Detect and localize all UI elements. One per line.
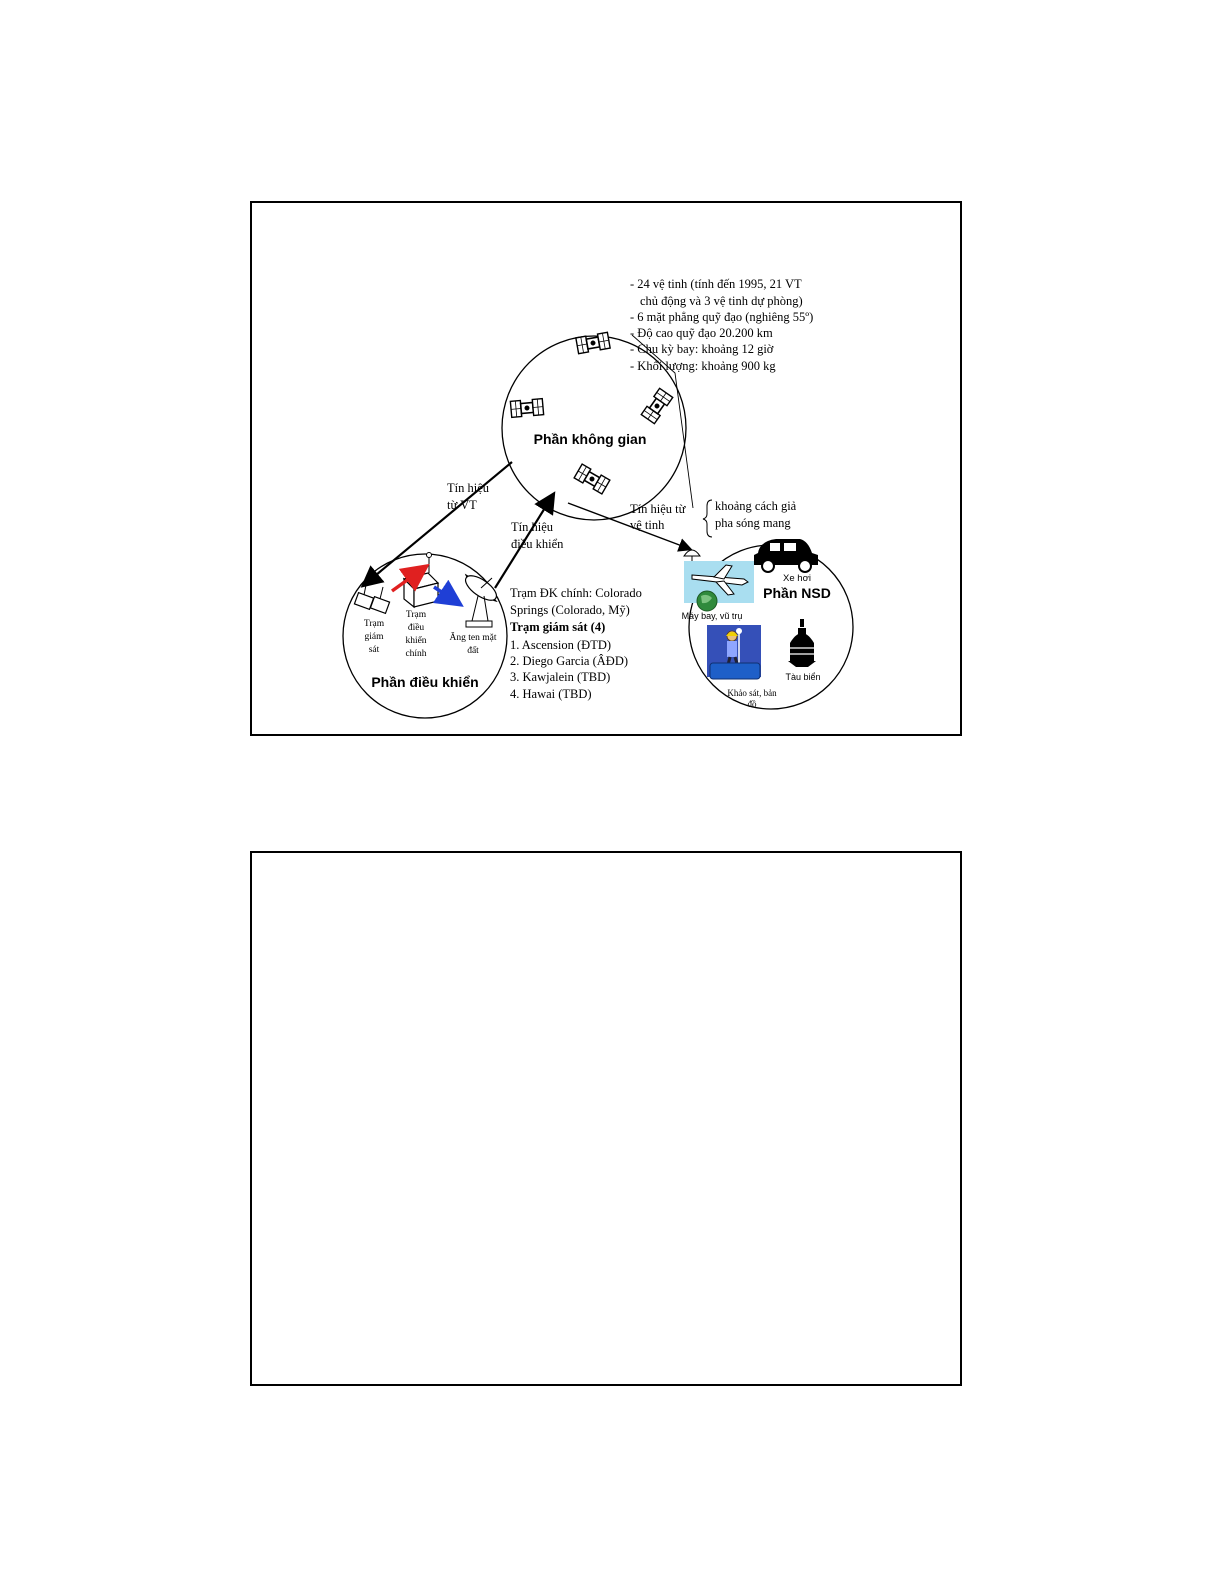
space-spec-line: - 24 vệ tinh (tính đến 1995, 21 VT [630,277,802,291]
ground-antenna-icon [464,573,498,628]
svg-text:Trạm: Trạm [364,619,385,629]
space-spec-line: - Chu kỳ bay: khoảng 12 giờ [630,342,774,356]
svg-text:điều khiển: điều khiển [511,537,564,551]
measurement-types: khoảng cách giả pha sóng mang [715,499,797,530]
svg-text:Trạm giám sát (4): Trạm giám sát (4) [510,620,605,634]
satellite-to-control-label: Tín hiệu từ VT [447,481,490,512]
ship-label: Tàu biển [785,672,820,682]
ground-antenna-label: Ăng ten mặt đất [450,631,497,656]
control-station-info: Trạm ĐK chính: Colorado Springs (Colorad… [510,586,642,701]
satellite-to-control-arrow [360,461,513,588]
space-specs: - 24 vệ tinh (tính đến 1995, 21 VT chủ đ… [630,277,813,373]
satellite-to-user-arrow [567,502,693,552]
master-control-station-label: Trạm điều khiển chính [405,610,426,659]
aircraft-label: Máy bay, vũ trụ [682,611,743,621]
measurement-brace [702,499,713,538]
space-spec-line: chủ động và 3 vệ tinh dự phòng) [640,294,803,308]
svg-text:đất: đất [467,645,479,656]
globe-land [701,594,712,604]
specs-callout-line [631,334,694,509]
user-segment-title: Phần NSD [763,585,831,601]
control-segment-circle [342,553,508,719]
svg-text:khiển: khiển [405,635,426,646]
svg-text:Tín hiệu từ: Tín hiệu từ [630,502,687,516]
space-segment-title: Phần không gian [534,431,647,447]
svg-text:Tín hiệu: Tín hiệu [511,520,554,534]
svg-text:điều: điều [408,622,425,633]
space-spec-line: - Độ cao quỹ đạo 20.200 km [630,326,773,340]
svg-text:Ăng ten mặt: Ăng ten mặt [450,631,497,643]
space-spec-line: - 6 mặt phẳng quỹ đạo (nghiêng 55º) [630,310,813,324]
svg-text:Tín hiệu: Tín hiệu [447,481,490,495]
svg-text:2. Diego Garcia (ÂĐD): 2. Diego Garcia (ÂĐD) [510,654,628,668]
control-segment-title: Phần điều khiển [371,674,478,690]
svg-text:từ VT: từ VT [447,498,477,512]
svg-text:khoảng cách giả: khoảng cách giả [715,499,797,513]
uplink-red-arrow [390,563,430,593]
downlink-blue-arrow [432,579,464,607]
svg-text:Springs (Colorado, Mỹ): Springs (Colorado, Mỹ) [510,603,630,617]
svg-text:chính: chính [405,649,426,659]
gps-receiver-box [709,662,761,680]
aircraft-icon [691,564,749,596]
control-signal-arrow [494,491,556,589]
svg-text:Trạm ĐK chính: Colorado: Trạm ĐK chính: Colorado [510,586,642,600]
survey-label: Khảo sát, bản đồ [727,688,777,709]
svg-text:3. Kawjalein (TBD): 3. Kawjalein (TBD) [510,670,610,684]
svg-text:pha sóng mang: pha sóng mang [715,516,791,530]
svg-text:đồ: đồ [748,699,758,709]
svg-text:1. Ascension (ĐTD): 1. Ascension (ĐTD) [510,638,611,652]
car-icon [754,539,818,573]
space-segment-circle [501,335,687,521]
svg-text:4. Hawai (TBD): 4. Hawai (TBD) [510,687,592,701]
control-signal-label: Tín hiệu điều khiển [511,520,564,551]
ship-icon [788,619,816,667]
svg-text:Khảo sát, bản: Khảo sát, bản [727,688,777,698]
gps-segments-diagram: Phần không gian - 24 vệ tinh (tính đến 1… [342,277,854,719]
slide-gps-segments: Phần không gian - 24 vệ tinh (tính đến 1… [250,201,962,736]
space-spec-line: - Khối lượng: khoảng 900 kg [630,359,776,373]
svg-text:vệ tinh: vệ tinh [630,518,665,532]
svg-text:giám: giám [365,632,385,642]
slide-blank [250,851,962,1386]
car-label: Xe hơi [783,573,811,584]
satellite-to-user-label: Tín hiệu từ vệ tinh [630,502,687,532]
svg-text:Trạm: Trạm [406,610,427,620]
monitor-station-label: Trạm giám sát [364,619,385,655]
svg-text:sát: sát [369,645,380,655]
